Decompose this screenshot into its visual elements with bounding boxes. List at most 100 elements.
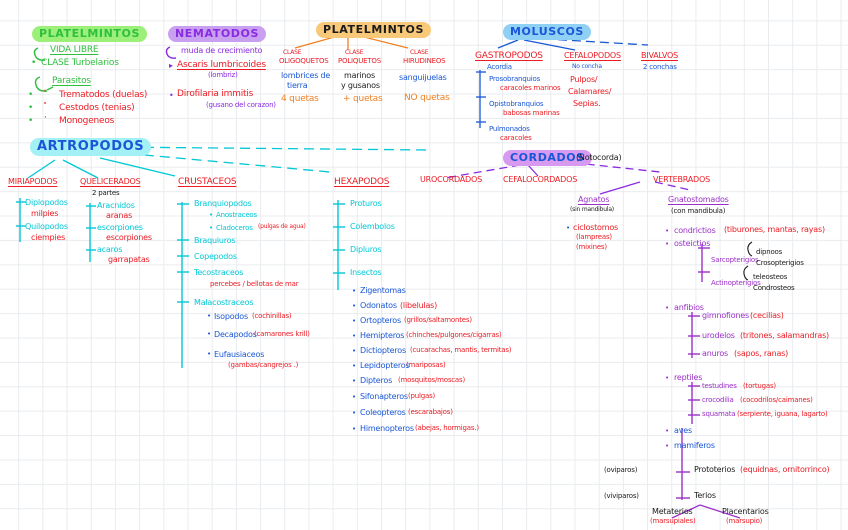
- heading-anelidos: PLATELMINTOS: [316, 22, 431, 38]
- insect-lepidopteros-ex: (mariposas): [406, 361, 446, 369]
- bullet-dot: •: [352, 409, 356, 417]
- item-gimnofiones-ex: (cecilias): [750, 311, 784, 320]
- bullet-dot: •: [209, 224, 213, 232]
- item-anuros-ex: (sapos, ranas): [734, 349, 789, 358]
- item-decapodos-ex: (camarones krill): [254, 330, 310, 338]
- bullet-dot: •: [665, 304, 669, 312]
- insect-dipteros-ex: (mosquitos/moscas): [398, 376, 466, 384]
- bullet-dot: •: [28, 116, 34, 126]
- item-isopodos-ex: (cochinillas): [252, 312, 292, 320]
- item-anuros: anuros: [702, 349, 729, 358]
- item-cladoceros-ex: (pulgas de agua): [258, 223, 306, 230]
- item-isopodos: Isopodos: [214, 312, 248, 321]
- insect-ortopteros: Ortopteros: [360, 316, 401, 325]
- heading-platelmintos: PLATELMINTOS: [32, 26, 147, 42]
- item-insectos: Insectos: [350, 268, 382, 277]
- insect-himenopteros: Himenopteros: [360, 424, 414, 433]
- item-terios: Terios: [694, 491, 716, 500]
- bullet-dot: •: [207, 350, 211, 358]
- item-aracnidos: Aracnidos: [97, 201, 135, 210]
- heading-cordados: CORDADOS: [503, 150, 592, 166]
- item-malacostraceos: Malacostraceos: [194, 298, 254, 307]
- anelidos-col1-ex: lombrices de: [281, 71, 331, 80]
- heading-crustaceos: CRUSTACEOS: [178, 177, 237, 187]
- label-viviparos: (viviparos): [604, 492, 639, 500]
- bullet-dot: •: [566, 224, 570, 232]
- item-ascaris-paren: (lombriz): [208, 71, 238, 79]
- label-parasitos: Parasitos: [52, 76, 91, 86]
- insect-odonatos: Odonatos: [360, 301, 397, 310]
- bullet-dot: •: [352, 425, 356, 433]
- item-quilopodos-ex: ciempies: [31, 233, 66, 242]
- item-ciclostomos: ciclostomos: [573, 223, 618, 232]
- item-ciclostomos-ex2: (mixines): [576, 243, 607, 251]
- item-anostraceos: Anostraceos: [216, 211, 257, 219]
- anelidos-col2-ex: marinos: [344, 71, 375, 80]
- item-tecostraceos: Tecostraceos: [194, 268, 244, 277]
- anelidos-col1-setas: 4 quetas: [281, 94, 319, 104]
- insect-dipteros: Dipteros: [360, 376, 393, 385]
- branch-vertebrados: VERTEBRADOS: [653, 175, 710, 184]
- bullet-dot: •: [665, 374, 669, 382]
- item-gimnofiones: gimnofiones: [702, 311, 749, 320]
- item-dirofilaria-paren: (gusano del corazon): [206, 101, 276, 109]
- tick-mark: ˚: [43, 102, 47, 111]
- bullet-dot: •: [352, 393, 356, 401]
- item-metaterios: Metaterios: [652, 507, 693, 516]
- branch-urocordados: UROCORDADOS: [420, 175, 482, 184]
- insect-dictiopteros: Dictiopteros: [360, 346, 406, 355]
- tick-mark: ˅: [43, 89, 47, 98]
- item-sarcopterigios: Sarcopterigios: [711, 256, 759, 264]
- label-oviparos: (oviparos): [604, 466, 638, 474]
- item-ascaris: Ascaris lumbricoides: [177, 60, 266, 70]
- item-squamata-ex: (serpiente, iguana, lagarto): [737, 410, 828, 418]
- anelidos-col2-clase: CLASE: [345, 49, 364, 56]
- heading-quelicerados: QUELICERADOS: [80, 177, 141, 186]
- item-testudines-ex: (tortugas): [743, 382, 776, 390]
- insect-ortopteros-ex: (grillos/saltamontes): [404, 316, 472, 324]
- item-opistobranquios-ex: babosas marinas: [503, 109, 560, 117]
- item-pulpos: Pulpos/: [570, 75, 598, 84]
- item-testudines: testudines: [702, 382, 737, 390]
- bullet-dot: •: [665, 240, 669, 248]
- bullet-dot: •: [352, 317, 356, 325]
- item-placentarios-ex: (marsupio): [726, 517, 763, 525]
- heading-miriapodos: MIRIAPODOS: [8, 177, 58, 186]
- anelidos-col3-name: HIRUDINEOS: [403, 57, 446, 65]
- insect-hemipteros: Hemipteros: [360, 331, 405, 340]
- insect-odonatos-ex: (libelulas): [400, 301, 438, 310]
- item-acaros: acaros: [97, 245, 123, 254]
- item-calamares: Calamares/: [568, 87, 612, 96]
- item-ciclostomos-ex1: (lampreas): [576, 233, 612, 241]
- insect-coleopteros-ex: (escarabajos): [408, 408, 453, 416]
- branch-cefalocordados: CEFALOCORDADOS: [503, 175, 578, 184]
- item-aracnidos-ex: aranas: [106, 211, 133, 220]
- item-cladoceros: Cladoceros: [216, 224, 253, 232]
- item-squamata: squamata: [702, 410, 736, 418]
- item-escorpiones: escorpiones: [97, 223, 143, 232]
- item-opistobranquios: Opistobranquios: [489, 100, 544, 108]
- item-trematodos: Trematodos (duelas): [59, 90, 148, 100]
- bullet-dot: •: [169, 91, 174, 100]
- bullet-dot: •: [352, 377, 356, 385]
- anelidos-col2-name: POLIQUETOS: [338, 57, 381, 65]
- moluscos-gastropodos: GASTROPODOS: [475, 51, 543, 61]
- item-quilopodos: Quilopodos: [25, 222, 68, 231]
- item-actinopterigios: Actinopterigios: [711, 279, 761, 287]
- item-osteictios: osteictios: [674, 239, 711, 248]
- item-sepias: Sepias.: [573, 99, 601, 108]
- item-placentarios: Placentarios: [722, 507, 769, 516]
- bullet-dot: •: [352, 302, 356, 310]
- item-colembolos: Colembolos: [350, 222, 395, 231]
- bullet-dot: •: [352, 347, 356, 355]
- item-anfibios: anfibios: [674, 303, 704, 312]
- item-escorpiones-ex: escorpiones: [106, 233, 152, 242]
- item-condrictios: condrictios: [674, 226, 716, 235]
- item-branquiopodos: Branquiopodos: [194, 199, 252, 208]
- item-pulmonados: Pulmonados: [489, 125, 530, 133]
- moluscos-gastropodos-sub: Acordia: [487, 63, 512, 71]
- heading-gnatostomados: Gnatostomados: [668, 195, 729, 204]
- item-crocodilia-ex: (cocodrilos/caimanes): [740, 396, 813, 404]
- heading-artropodos: ARTROPODOS: [30, 138, 152, 156]
- anelidos-col1-ex2: tierra: [287, 81, 308, 90]
